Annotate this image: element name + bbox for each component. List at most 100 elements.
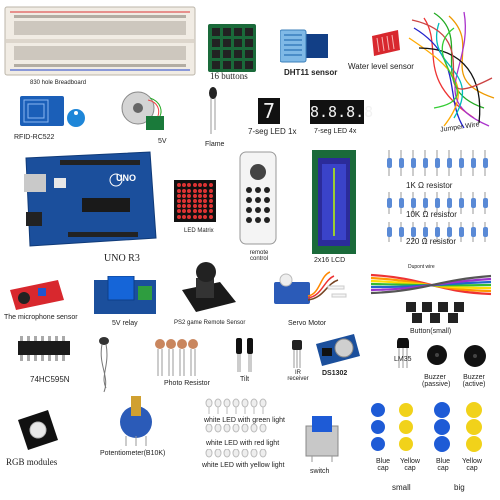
- button-cap-icon: [371, 403, 413, 451]
- buzzer-active: [462, 344, 488, 368]
- led-icon: [205, 423, 267, 433]
- servo-motor: [268, 266, 350, 314]
- lm35: [396, 336, 410, 368]
- seven-seg-4x-label: 7-seg LED 4x: [314, 128, 357, 135]
- stepper-motor: [118, 88, 166, 134]
- photoresistor-icon: [155, 339, 198, 376]
- buzzer-passive-label: Buzzer (passive): [422, 374, 451, 388]
- water-level-module: [368, 28, 402, 58]
- tilt-label: Tilt: [240, 376, 250, 383]
- rgb-module: [18, 410, 58, 450]
- resistor-icon: [387, 192, 488, 214]
- ir-label: IR receiver: [287, 370, 309, 382]
- led-icon: [205, 398, 267, 414]
- temperature-sensor-icon: [279, 29, 328, 63]
- breadboard-image: [4, 6, 196, 76]
- dupont-wire-icon: [370, 273, 492, 296]
- rfid-label: RFID-RC522: [14, 134, 55, 141]
- uno-board: [20, 150, 158, 248]
- relay-module: [94, 275, 156, 316]
- caps-small: [368, 402, 420, 452]
- resistors-1k: [384, 150, 494, 176]
- remote-icon: [239, 151, 277, 245]
- dupont-wires: [366, 272, 496, 298]
- buzzer-active-label: Buzzer (active): [462, 374, 486, 388]
- resistors-10k: [384, 192, 494, 214]
- yellow-cap-big-label: Yellow cap: [462, 458, 482, 472]
- led-yellow-label: white LED with yellow light: [202, 462, 285, 469]
- breadboard-label: 830 hole Breadboard: [30, 80, 87, 86]
- mic-label: The microphone sensor: [4, 314, 78, 321]
- led-icon: [99, 337, 109, 393]
- jumper-wire-bundle: [404, 8, 498, 132]
- potentiometer-label: Potentiometer(B10K): [100, 450, 166, 457]
- push-switch: [302, 414, 342, 462]
- caps-big: [430, 402, 492, 452]
- led-icon: [205, 448, 267, 458]
- lcd-module: [312, 150, 356, 254]
- flame-icon: [209, 87, 217, 134]
- switch-icon: [305, 416, 339, 462]
- led-red-label: white LED with red light: [206, 440, 280, 447]
- blue-cap-small-label: Blue cap: [375, 458, 390, 472]
- seven-seg-4x-digits: 8.8.8.8: [310, 103, 374, 121]
- resistor-220-label: 220 Ω resistor: [406, 237, 456, 246]
- clock-module-icon: [316, 334, 360, 366]
- ds1302-label: DS1302: [322, 370, 348, 377]
- ic-595: [14, 336, 74, 362]
- microphone-icon: [10, 280, 64, 310]
- remote-label: remote control: [249, 250, 269, 262]
- led-matrix-icon: [174, 180, 216, 222]
- ds1302-module: [314, 334, 362, 366]
- keypad-label: 16 buttons: [210, 71, 248, 81]
- rfid-module: [20, 96, 90, 132]
- rgb-label: RGB modules: [6, 457, 58, 467]
- small-buttons: [404, 300, 476, 324]
- arduino-board-icon: [24, 151, 157, 247]
- buzzer-icon: [464, 345, 486, 367]
- rgb-led-icon: [18, 410, 58, 450]
- relay-label: 5V relay: [112, 320, 138, 327]
- dht11-label: DHT11 sensor: [284, 68, 338, 77]
- led-matrix-label: LED Matrix: [184, 228, 214, 234]
- seven-seg-1x-label: 7-seg LED 1x: [248, 127, 297, 136]
- seven-seg-1x-digit: 7: [262, 99, 276, 123]
- rfid-icon: [20, 96, 85, 127]
- mic-module: [8, 278, 68, 312]
- potentiometer: [114, 396, 160, 446]
- tactile-button-icon: [406, 302, 464, 323]
- temperature-chip-icon: [397, 336, 409, 368]
- seven-seg-1x: 7: [258, 98, 280, 124]
- water-level-label: Water level sensor: [348, 62, 414, 71]
- resistors-220: [384, 222, 494, 242]
- wire-bundle-icon: [408, 11, 495, 129]
- lcd-icon: [312, 150, 356, 254]
- joystick-icon: [182, 262, 236, 312]
- stepper-label: 5V: [158, 138, 167, 145]
- white-leds-green: [204, 398, 274, 414]
- tilt-icon: [236, 338, 253, 372]
- button-cap-icon: [434, 402, 482, 452]
- ir-receiver: [290, 340, 304, 368]
- uno-board-print: UNO: [116, 173, 136, 183]
- breadboard-icon: [4, 6, 196, 76]
- photo-resistor-label: Photo Resistor: [164, 380, 210, 387]
- potentiometer-icon: [120, 396, 152, 446]
- keypad-module: [208, 24, 256, 72]
- yellow-cap-small-label: Yellow cap: [400, 458, 420, 472]
- lm35-label: LM35: [394, 356, 412, 363]
- tilt-sensors: [234, 338, 256, 372]
- servo-icon: [274, 271, 347, 304]
- resistor-icon: [387, 222, 488, 242]
- photo-resistors: [154, 338, 200, 378]
- ic-595-label: 74HC595N: [30, 375, 70, 384]
- dht11-module: [279, 28, 328, 64]
- led-matrix: [174, 180, 216, 222]
- uno-label: UNO R3: [104, 253, 140, 264]
- ic-chip-icon: [18, 336, 70, 361]
- big-caps-label: big: [454, 483, 465, 492]
- led-component: [96, 336, 112, 396]
- seven-seg-4x: 8.8.8.8: [310, 100, 373, 124]
- buzzer-icon: [427, 345, 447, 365]
- buzzer-passive: [426, 344, 448, 366]
